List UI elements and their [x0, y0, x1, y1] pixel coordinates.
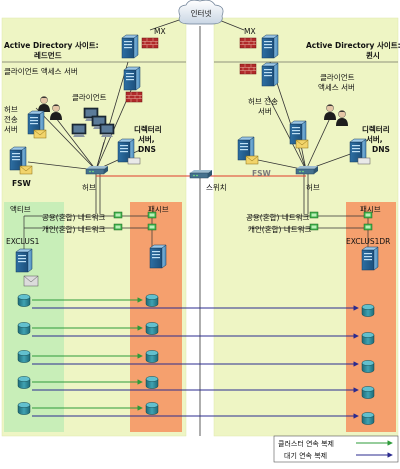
database-icon — [145, 322, 159, 335]
right-firewall-icon — [239, 37, 257, 49]
right-node-label: EXCLUS1DR — [346, 237, 390, 246]
database-icon — [361, 332, 375, 345]
left-cas-firewall-icon — [125, 91, 143, 103]
right-dc-label-2: 서버, — [366, 134, 383, 144]
right-hub-mail-icon — [295, 139, 309, 149]
left-hub-mail-icon — [33, 129, 47, 139]
left-mx-server-icon — [121, 34, 139, 59]
database-icon — [17, 322, 31, 335]
database-icon — [361, 304, 375, 317]
right-public-nic-icon — [309, 211, 319, 219]
right-cas-firewall-icon — [239, 63, 257, 75]
right-cas-server-icon — [261, 62, 279, 87]
left-active-mail-icon — [23, 275, 39, 287]
cluster-network-lines — [23, 215, 369, 250]
left-public-nic-icon-2 — [147, 211, 157, 219]
database-icon — [17, 376, 31, 389]
right-fsw-mail-icon — [245, 155, 259, 165]
left-passive-server-icon — [149, 244, 167, 269]
database-icon — [145, 376, 159, 389]
right-hub-label-2: 서버 — [258, 106, 272, 116]
right-private-nic-icon-2 — [363, 223, 373, 231]
right-dc-label-3: DNS — [372, 145, 390, 154]
switch-label: 스위치 — [206, 183, 227, 192]
left-dc-book-icon — [127, 157, 141, 165]
scr-arrows — [32, 305, 359, 419]
right-mx-label: MX — [244, 27, 256, 36]
left-hub-label-3: 서버 — [4, 124, 18, 134]
left-private-nic-icon — [113, 223, 123, 231]
database-icon — [361, 412, 375, 425]
left-hub-label-1: 허브 — [4, 105, 18, 114]
left-dc-label-1: 디렉터리 — [134, 124, 162, 134]
right-dc-label-1: 디렉터리 — [362, 124, 390, 134]
database-icon — [17, 350, 31, 363]
left-hub-device-label: 허브 — [82, 183, 96, 192]
right-mx-server-icon — [261, 34, 279, 59]
left-public-nic-icon — [113, 211, 123, 219]
left-fsw-label: FSW — [12, 179, 32, 188]
database-icon — [145, 350, 159, 363]
legend: 클러스터 연속 복제 대기 연속 복제 — [273, 435, 399, 463]
right-cas-label-1: 클라이언트 — [320, 72, 355, 82]
left-firewall-icon — [141, 37, 159, 49]
database-icon — [145, 402, 159, 415]
left-active-label: 액티브 — [10, 204, 31, 214]
internet-cloud: 인터넷 — [178, 0, 224, 25]
left-node-label: EXCLUS1 — [6, 237, 40, 246]
left-fsw-mail-icon — [19, 165, 33, 175]
legend-scr-label: 대기 연속 복제 — [284, 451, 327, 460]
left-cas-server-icon — [123, 66, 141, 91]
database-icon — [17, 402, 31, 415]
database-icon — [145, 294, 159, 307]
switch-icon — [189, 169, 213, 179]
database-icon — [361, 386, 375, 399]
right-dc-book-icon — [357, 157, 371, 165]
right-passive-server-icon — [361, 246, 379, 271]
right-public-nic-icon-2 — [363, 211, 373, 219]
left-passive-label: 패시브 — [148, 204, 169, 214]
right-hub-label-1: 허브 전송 — [248, 96, 278, 106]
left-site-name: 레드먼드 — [34, 50, 62, 60]
right-cas-label-2: 액세스 서버 — [318, 82, 355, 92]
left-client-label: 클라이언트 — [72, 92, 107, 102]
left-public-net-label: 공용(혼합) 네트워크 — [42, 212, 106, 222]
ccr-arrows — [32, 297, 143, 411]
right-site-name: 퀸시 — [366, 50, 380, 60]
database-icon — [17, 294, 31, 307]
left-private-net-label: 개인(혼합) 네트워크 — [42, 224, 106, 234]
right-passive-label: 패시브 — [360, 204, 381, 214]
left-passive-region — [130, 202, 182, 432]
left-dc-label-3: DNS — [138, 145, 156, 154]
left-hub-label-2: 전송 — [4, 114, 18, 124]
right-hub-device-icon — [295, 165, 319, 175]
right-hub-device-label: 허브 — [306, 183, 320, 192]
right-site-title: Active Directory 사이트: — [306, 40, 400, 50]
left-mx-label: MX — [154, 27, 166, 36]
left-cas-label: 클라이언트 액세스 서버 — [4, 66, 78, 76]
left-dc-label-2: 서버, — [138, 134, 155, 144]
left-active-region — [4, 202, 64, 432]
right-private-net-label: 개인(혼합) 네트워크 — [248, 224, 312, 234]
right-fsw-label: FSW — [252, 169, 272, 178]
left-site-title: Active Directory 사이트: — [4, 40, 99, 50]
internet-label: 인터넷 — [191, 8, 212, 18]
left-hub-device-icon — [85, 165, 109, 175]
legend-ccr-label: 클러스터 연속 복제 — [278, 439, 334, 448]
right-public-net-label: 공용(혼합) 네트워크 — [246, 212, 310, 222]
left-active-server-icon — [15, 248, 33, 273]
database-icon — [361, 360, 375, 373]
left-private-nic-icon-2 — [147, 223, 157, 231]
